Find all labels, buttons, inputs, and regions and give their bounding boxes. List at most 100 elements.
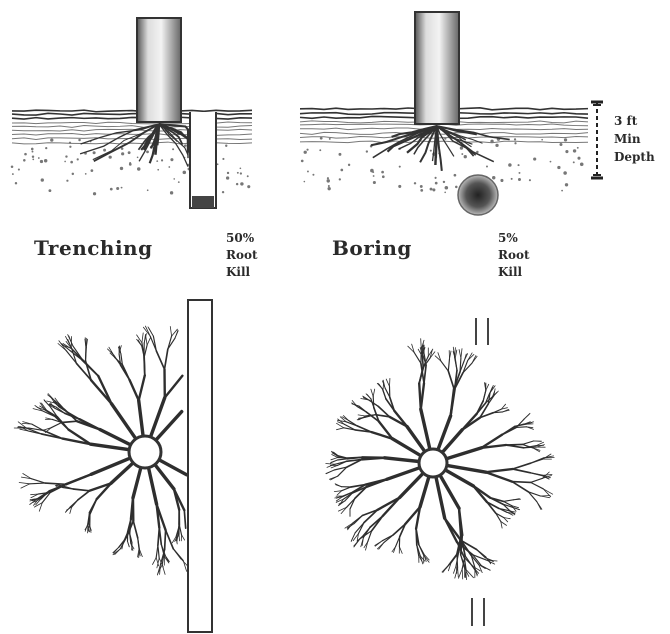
- plan-root-right: [540, 496, 549, 498]
- section-root-right: [437, 126, 438, 158]
- soil-left-speck: [32, 159, 34, 161]
- soil-left-speck: [69, 146, 71, 148]
- soil-right-speck: [304, 181, 306, 183]
- plan-root-right: [445, 470, 473, 486]
- plan-root-right: [326, 464, 335, 465]
- plan-root-right: [445, 518, 461, 540]
- soil-right-speck: [320, 137, 323, 140]
- boring-loss-root: Root: [498, 247, 530, 264]
- soil-right-speck: [435, 182, 438, 185]
- soil-right-speck: [577, 157, 580, 160]
- soil-left-speck: [44, 159, 47, 162]
- soil-left-speck: [109, 156, 112, 159]
- plan-root-right: [512, 482, 531, 483]
- soil-right-speck: [541, 139, 543, 141]
- plan-root-left: [19, 483, 30, 484]
- plan-root-left: [142, 333, 143, 343]
- soil-right-speck: [329, 138, 331, 140]
- plan-root-left: [85, 338, 86, 348]
- soil-right-speck: [319, 149, 321, 151]
- soil-right-speck: [461, 153, 463, 155]
- plan-root-right: [421, 339, 422, 350]
- plan-root-left: [155, 465, 174, 489]
- plan-root-left: [30, 483, 45, 484]
- soil-right-speck: [490, 140, 493, 143]
- plan-root-right: [516, 419, 524, 427]
- boring-plan-view: [326, 318, 554, 626]
- plan-root-right: [373, 389, 375, 396]
- soil-right-speck: [432, 188, 435, 191]
- soil-right-speck: [307, 171, 309, 173]
- plan-root-right: [379, 384, 383, 390]
- soil-right-speck: [529, 179, 531, 181]
- plan-root-right: [362, 458, 385, 460]
- boring-loss-percent: 5%: [498, 230, 530, 247]
- plan-root-right: [522, 441, 533, 444]
- soil-left-speck: [121, 152, 124, 155]
- plan-root-right: [483, 391, 486, 401]
- plan-root-right: [457, 554, 458, 568]
- trenching-loss-percent: 50%: [226, 230, 258, 247]
- boring-label: Boring: [332, 236, 412, 260]
- trenching-loss-root: Root: [226, 247, 258, 264]
- plan-root-left: [70, 351, 82, 361]
- plan-root-right: [420, 476, 429, 507]
- plan-root-left: [157, 558, 159, 568]
- plan-root-left: [51, 423, 62, 428]
- plan-root-right: [331, 451, 337, 456]
- soil-right-speck: [559, 143, 562, 146]
- soil-right-speck: [514, 138, 516, 140]
- soil-left-speck: [77, 158, 79, 160]
- soil-left-speck: [11, 166, 14, 169]
- soil-right-speck: [435, 177, 437, 179]
- soil-left-speck: [121, 187, 123, 189]
- soil-left-speck: [237, 172, 239, 174]
- soil-right-stroke: [300, 136, 588, 138]
- plan-root-right: [421, 383, 424, 409]
- plan-root-right: [358, 415, 365, 416]
- soil-right-speck: [563, 171, 567, 175]
- plan-root-right: [387, 468, 420, 480]
- plan-root-right: [486, 472, 512, 481]
- trunk-plan-left: [129, 436, 161, 468]
- plan-root-right: [331, 458, 338, 460]
- soil-right-speck: [514, 142, 516, 144]
- plan-root-right: [351, 533, 355, 541]
- bore-tunnel: [458, 175, 498, 215]
- soil-left-speck: [23, 159, 26, 162]
- soil-right-speck: [312, 174, 314, 176]
- plan-root-left: [64, 409, 77, 421]
- depth-label-min: Min: [614, 130, 655, 148]
- plan-root-left: [112, 404, 136, 439]
- plan-root-left: [147, 337, 151, 345]
- plan-root-left: [133, 521, 137, 538]
- plan-root-left: [162, 565, 165, 575]
- soil-left-speck: [240, 172, 242, 174]
- plan-root-left: [72, 500, 78, 507]
- soil-left-speck: [225, 145, 227, 147]
- soil-left-speck: [157, 169, 159, 171]
- plan-root-left: [156, 351, 164, 370]
- plan-root-left: [146, 336, 147, 345]
- plan-root-left: [179, 534, 180, 541]
- soil-left-speck: [70, 161, 73, 164]
- boring-section-view: [300, 12, 588, 215]
- soil-left-speck: [41, 178, 44, 181]
- soil-left-speck: [161, 159, 163, 161]
- soil-right-speck: [564, 138, 567, 141]
- soil-right-speck: [304, 151, 307, 154]
- plan-root-right: [421, 409, 430, 449]
- plan-root-left: [165, 349, 168, 369]
- plan-root-right: [330, 460, 337, 463]
- plan-root-left: [66, 474, 91, 484]
- soil-left-speck: [222, 158, 224, 160]
- soil-left-speck: [24, 153, 27, 156]
- soil-right-speck: [533, 157, 536, 160]
- soil-left-speck: [236, 183, 238, 185]
- plan-root-right: [386, 379, 389, 386]
- soil-right-speck: [430, 188, 433, 191]
- plan-root-right: [458, 568, 459, 577]
- depth-marker: [591, 102, 603, 178]
- soil-right-speck: [420, 185, 423, 188]
